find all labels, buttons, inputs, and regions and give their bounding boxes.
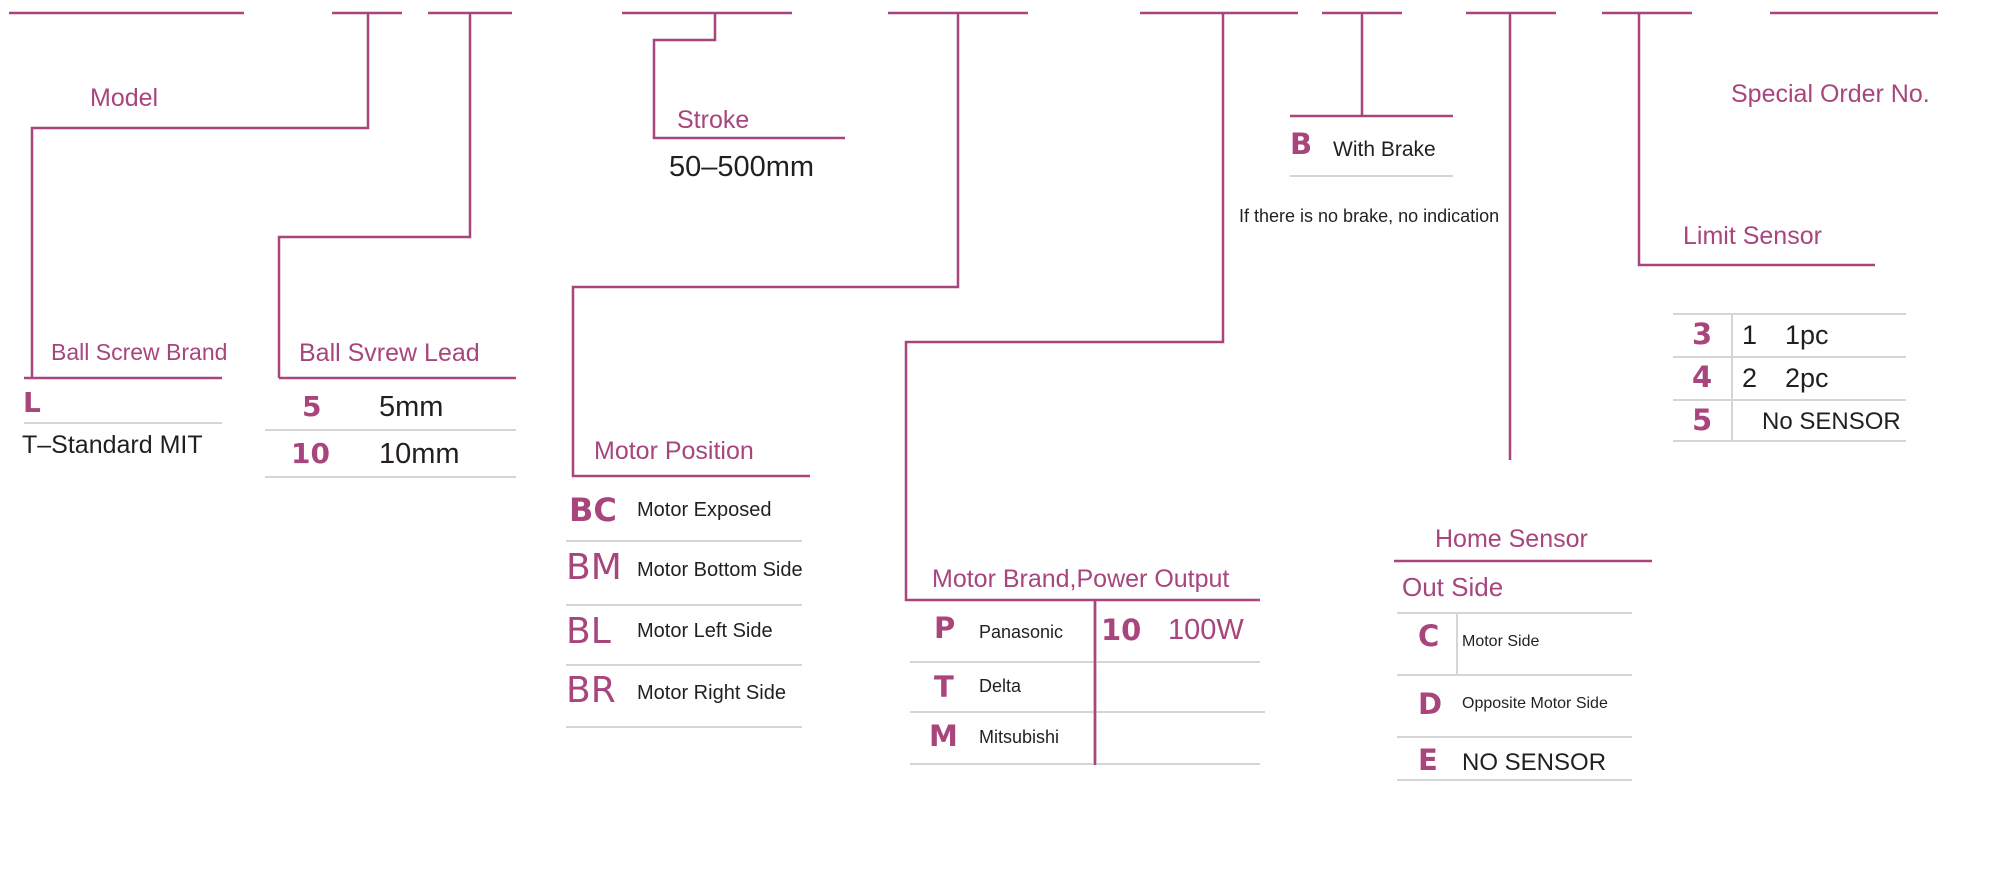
motor-brand-label-mitsubishi: Mitsubishi: [979, 727, 1060, 747]
brake-label: With Brake: [1333, 138, 1436, 161]
motor-position-label-bm: Motor Bottom Side: [637, 559, 803, 581]
motor-brand-code-m: M: [929, 719, 958, 753]
power-code-10: 10: [1101, 613, 1142, 647]
motor-position-code-bl: BL: [566, 611, 611, 652]
lead-label-5: 5mm: [379, 391, 444, 423]
home-sensor-code-e: E: [1418, 743, 1438, 777]
ball-screw-brand-code: L: [23, 386, 41, 419]
connector-motor-position: [571, 13, 960, 478]
brake-code: B: [1290, 127, 1313, 161]
limit-sensor-code-3: 3: [1692, 317, 1713, 351]
model-title: Model: [90, 84, 159, 112]
motor-position-title: Motor Position: [594, 437, 754, 465]
motor-position-label-bc: Motor Exposed: [637, 499, 772, 521]
motor-brand-code-p: P: [934, 611, 956, 645]
motor-position-label-bl: Motor Left Side: [637, 620, 773, 642]
motor-position-code-br: BR: [566, 670, 616, 711]
home-sensor-label-opposite-motor-side: Opposite Motor Side: [1462, 695, 1608, 712]
home-sensor-title: Home Sensor: [1435, 525, 1588, 553]
stroke-range: 50–500mm: [669, 151, 815, 183]
home-sensor-code-d: D: [1418, 687, 1443, 721]
limit-sensor-code-4: 4: [1692, 360, 1713, 394]
home-sensor-code-c: C: [1418, 619, 1440, 653]
motor-brand-label-delta: Delta: [979, 676, 1022, 696]
brake-note: If there is no brake, no indication: [1239, 206, 1500, 226]
limit-sensor-label-2pc: 2pc: [1785, 363, 1829, 393]
motor-brand-label-panasonic: Panasonic: [979, 622, 1064, 642]
connector-stroke: [652, 13, 845, 140]
stroke-title: Stroke: [677, 106, 750, 134]
limit-sensor-code-5: 5: [1692, 403, 1713, 437]
lead-code-5: 5: [302, 390, 322, 423]
ball-screw-lead-title: Ball Svrew Lead: [299, 339, 480, 367]
connector-motor-brand: [904, 13, 1260, 602]
motor-brand-code-t: T: [934, 670, 954, 704]
home-sensor-label-no-sensor: NO SENSOR: [1462, 749, 1607, 776]
lead-label-10: 10mm: [379, 438, 460, 470]
connector-limit-sensor: [1637, 13, 1875, 267]
motor-position-label-br: Motor Right Side: [637, 682, 786, 704]
lead-code-10: 10: [291, 437, 330, 470]
ball-screw-brand-description: T–Standard MIT: [22, 431, 203, 459]
limit-sensor-label-1pc: 1pc: [1785, 320, 1829, 350]
limit-sensor-label-no-sensor: No SENSOR: [1762, 408, 1901, 435]
ball-screw-brand-title: Ball Screw Brand: [51, 339, 228, 365]
motor-position-code-bm: BM: [566, 547, 622, 588]
limit-sensor-count-2: 2: [1742, 363, 1758, 393]
power-label-100w: 100W: [1168, 614, 1244, 646]
home-sensor-label-motor-side: Motor Side: [1462, 633, 1540, 650]
connector-lead: [277, 13, 472, 378]
motor-brand-title: Motor Brand,Power Output: [932, 565, 1230, 593]
special-order-title: Special Order No.: [1731, 80, 1930, 108]
connector-brand: [30, 13, 370, 378]
home-sensor-subtitle: Out Side: [1402, 572, 1504, 602]
motor-position-code-bc: BC: [569, 491, 617, 529]
limit-sensor-count-1: 1: [1742, 320, 1758, 350]
limit-sensor-title: Limit Sensor: [1683, 222, 1822, 250]
